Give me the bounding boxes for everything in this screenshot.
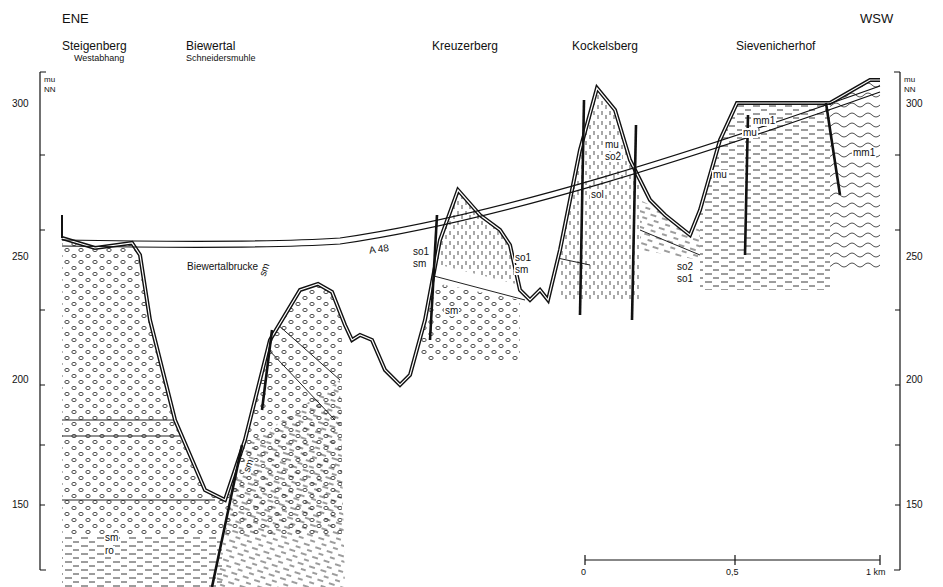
scale-value: 1 km — [866, 568, 886, 577]
unit-label: mu — [712, 170, 728, 180]
axis-value: 150 — [12, 500, 29, 510]
axis-value: 150 — [906, 500, 923, 510]
axis-unit: mu — [44, 76, 55, 84]
unit-label: sm — [104, 533, 119, 543]
axis-unit: NN — [44, 86, 56, 94]
scale-value: 0,5 — [726, 568, 739, 577]
place-name: Sievenicherhof — [736, 40, 815, 52]
unit-label: mu — [742, 128, 758, 138]
place-name: Kockelsberg — [572, 40, 638, 52]
place-name: Steigenberg — [62, 40, 127, 52]
unit-label: so2 — [676, 262, 694, 272]
axis-unit: NN — [904, 86, 916, 94]
direction: WSW — [860, 12, 893, 25]
unit-label: so1 — [412, 247, 430, 257]
axis-unit: mu — [904, 76, 915, 84]
unit-label: sm — [514, 265, 529, 275]
unit-label: sol — [590, 190, 605, 200]
axis-value: 250 — [906, 252, 923, 262]
unit-label: sm — [444, 306, 459, 316]
place-name: Biewertal — [186, 40, 235, 52]
unit-label: so2 — [604, 152, 622, 162]
axis-value: 200 — [12, 375, 29, 385]
place-note: Schneidersmuhle — [186, 54, 256, 63]
place-name: Kreuzerberg — [432, 40, 498, 52]
direction: ENE — [62, 12, 89, 25]
unit-label: mm1 — [852, 148, 876, 158]
unit-label: ro — [104, 546, 115, 556]
place-note: Westabhang — [74, 54, 124, 63]
unit-label: sm — [412, 259, 427, 269]
unit-label: mm1 — [752, 116, 776, 126]
unit-label: so1 — [514, 253, 532, 263]
axis-value: 300 — [12, 99, 29, 109]
unit-label: sm — [257, 261, 272, 279]
unit-label: so1 — [676, 274, 694, 284]
road-name: A 48 — [367, 243, 390, 256]
bridge-name: Biewertalbrucke — [186, 262, 259, 272]
unit-label: mu — [604, 140, 620, 150]
axis-value: 250 — [12, 252, 29, 262]
axis-value: 200 — [906, 375, 923, 385]
axis-value: 300 — [906, 99, 923, 109]
scale-value: 0 — [581, 568, 586, 577]
